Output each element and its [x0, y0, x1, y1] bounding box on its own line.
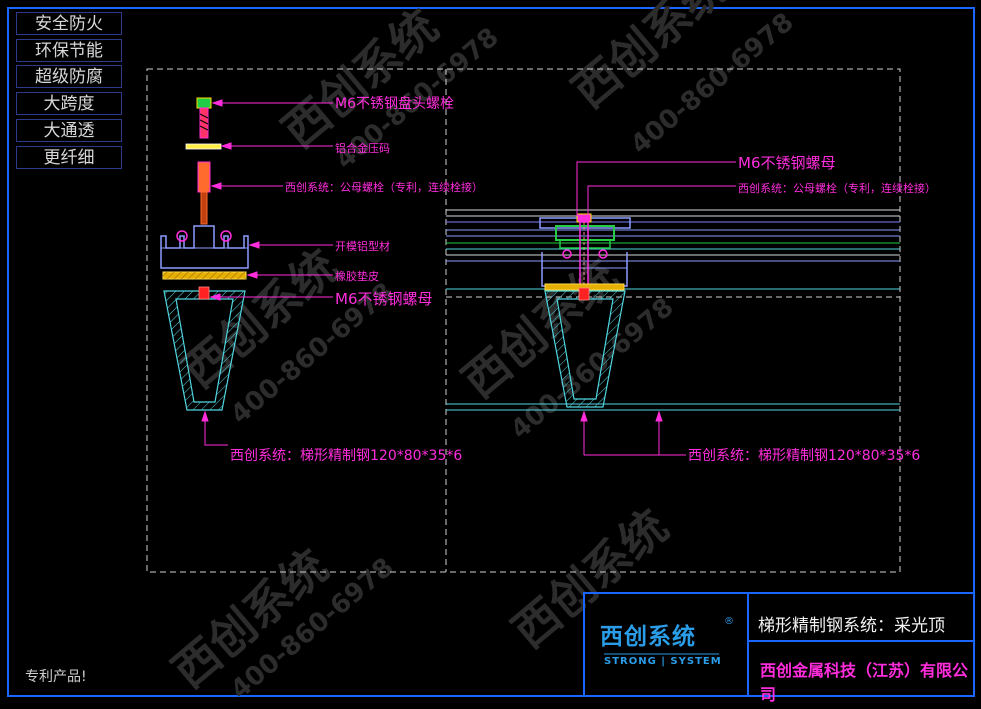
label-bolt: M6不锈钢盘头螺栓	[335, 95, 454, 112]
left-detail: M6不锈钢盘头螺栓 铝合金压码 西创系统：公母螺栓（专利，连续栓接） 开模铝型材…	[160, 95, 483, 464]
label-gasket: 橡胶垫皮	[335, 269, 379, 283]
menu-tab-anticorrosion[interactable]: 超级防腐	[16, 65, 122, 88]
menu-tab-slimmer[interactable]: 更纤细	[16, 146, 122, 169]
title-block	[583, 592, 975, 697]
registered-mark: ®	[724, 616, 734, 627]
label-connector: 西创系统：公母螺栓（专利，连续栓接）	[285, 180, 483, 194]
label-steel: 西创系统：梯形精制钢120*80*35*6	[230, 448, 462, 464]
right-label-steel: 西创系统：梯形精制钢120*80*35*6	[688, 448, 920, 464]
watermark: 西创系统 400-860-6978 西创系统 400-860-6978 西创系统…	[162, 0, 799, 705]
watermark-brand: 西创系统	[172, 239, 348, 399]
menu-tab-energy-saving[interactable]: 环保节能	[16, 39, 122, 62]
label-nut: M6不锈钢螺母	[335, 290, 433, 308]
label-clamp: 铝合金压码	[335, 141, 390, 155]
detail-dashed-border	[146, 68, 901, 573]
right-label-connector: 西创系统：公母螺栓（专利，连续栓接）	[738, 181, 936, 195]
menu-tab-fire-safety[interactable]: 安全防火	[16, 12, 122, 35]
patent-note: 专利产品!	[25, 669, 87, 685]
right-label-nut: M6不锈钢螺母	[738, 154, 836, 172]
company-name: 西创金属科技（江苏）有限公司	[760, 661, 969, 704]
menu-tab-large-span[interactable]: 大跨度	[16, 92, 122, 115]
brand-logo-subtext: STRONG | SYSTEM	[604, 656, 722, 667]
label-profile: 开模铝型材	[335, 239, 390, 253]
drawing-title: 梯形精制钢系统：采光顶	[758, 616, 945, 636]
outer-frame	[7, 7, 975, 697]
menu-tab-transparency[interactable]: 大通透	[16, 119, 122, 142]
brand-logo-text: 西创系统	[600, 624, 696, 650]
right-detail: M6不锈钢螺母 西创系统：公母螺栓（专利，连续栓接） 西创系统：梯形精制钢120…	[446, 154, 936, 464]
